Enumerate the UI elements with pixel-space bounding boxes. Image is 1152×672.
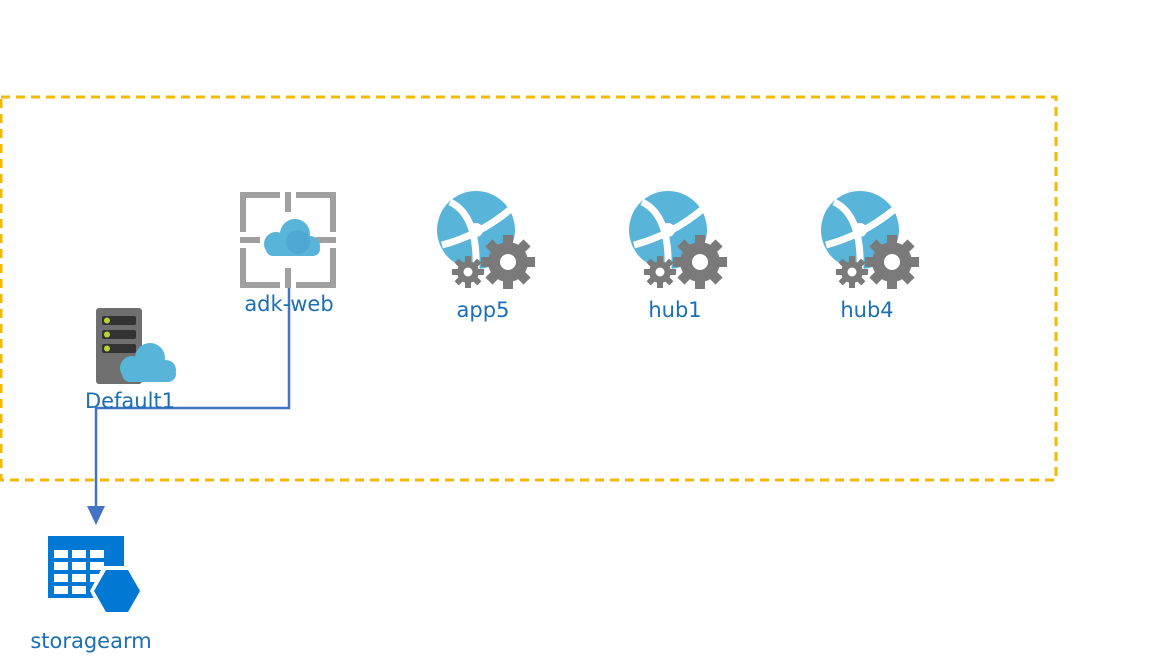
app-service-environment-icon [240, 192, 336, 288]
node-hub4[interactable]: hub4 [814, 190, 920, 325]
web-app-icon [437, 191, 535, 289]
web-app-icon [629, 191, 727, 289]
node-adk-web[interactable]: adk-web [230, 190, 348, 320]
node-hub1[interactable]: hub1 [622, 190, 728, 325]
arrowhead-icon [87, 506, 105, 525]
node-label: hub1 [648, 298, 702, 322]
group-boundary [0, 95, 1058, 482]
storage-table-icon [48, 536, 144, 616]
node-label: storagearm [30, 629, 152, 653]
connector-adk-web-storagearm [94, 283, 291, 512]
app-service-plan-icon [96, 308, 176, 384]
node-storagearm[interactable]: storagearm [28, 534, 154, 656]
node-label: adk-web [244, 292, 334, 316]
web-app-icon [821, 191, 919, 289]
node-label: hub4 [840, 298, 894, 322]
node-label: Default1 [84, 389, 176, 413]
node-default1[interactable]: Default1 [80, 306, 180, 414]
node-app5[interactable]: app5 [430, 190, 536, 325]
node-label: app5 [456, 298, 510, 322]
